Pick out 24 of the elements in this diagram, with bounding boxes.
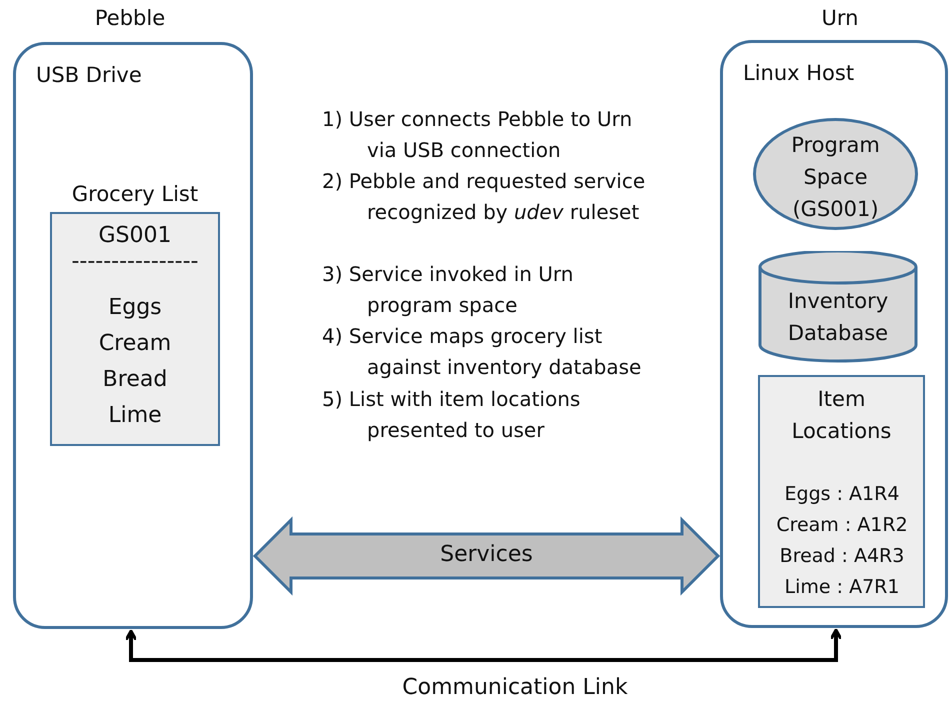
device-box (720, 40, 948, 628)
location-list: Eggs : A1R4 Cream : A1R2 Bread : A4R3 Lime : A7R1 (767, 479, 917, 603)
node-text: Program Space (GS001) (790, 132, 881, 223)
double-arrow (252, 516, 720, 596)
list-heading: Grocery List (70, 181, 200, 208)
step-text: 4) Service maps grocery list against inventory database (322, 323, 642, 381)
step-text: 5) List with item locations presented to user (322, 386, 582, 444)
list-text: GS001 (97, 222, 172, 250)
edge-label: Communication Link (401, 674, 629, 702)
divider-text: ---------------- (70, 248, 200, 276)
edge-label: Services (439, 541, 534, 569)
device-box (13, 42, 253, 629)
device-name: Urn (820, 5, 860, 32)
list-text: Eggs Cream Bread Lime (98, 294, 172, 430)
step-text: 2) Pebble and requested service recognized by udev ruleset (322, 168, 646, 226)
box-title: Linux Host (743, 60, 854, 87)
locations-box (758, 375, 925, 608)
node-text: Inventory Database (786, 288, 890, 347)
box-heading: Item Locations (790, 386, 892, 445)
step-text: 3) Service invoked in Urn program space (322, 261, 574, 319)
step-text: 1) User connects Pebble to Urn via USB connection (322, 106, 634, 164)
connector-line (124, 628, 842, 662)
device-name: Pebble (94, 5, 166, 32)
box-title: USB Drive (36, 62, 142, 89)
